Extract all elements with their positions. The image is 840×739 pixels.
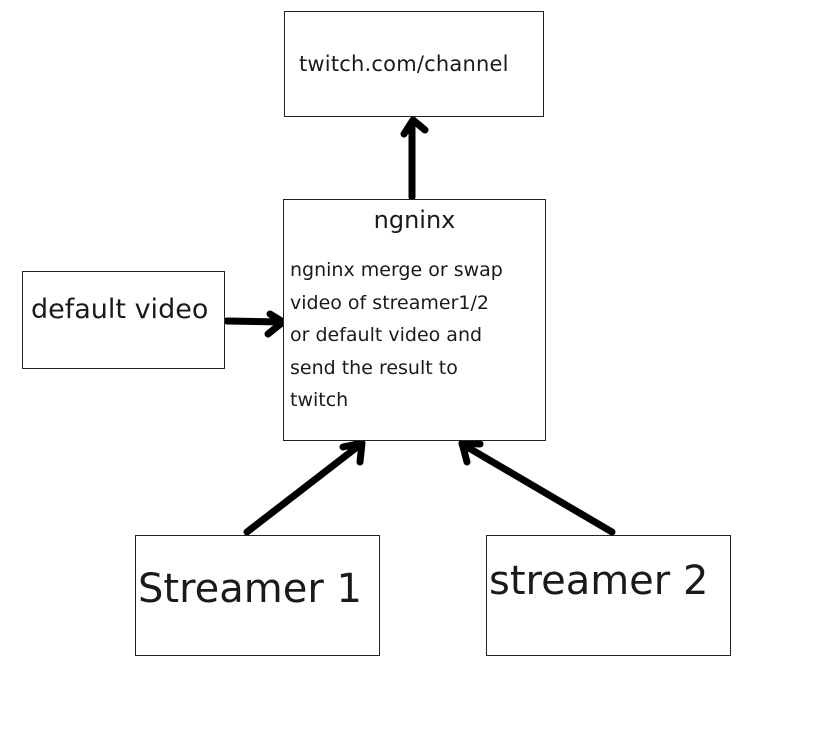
streamer2-node: streamer 2: [486, 535, 731, 656]
arrow-nginx-to-twitch: [400, 116, 429, 201]
arrow-default-video-to-nginx: [223, 310, 287, 338]
twitch-channel-node: twitch.com/channel: [284, 11, 544, 117]
nginx-description-line: twitch: [290, 389, 349, 411]
arrow-streamer1-to-nginx: [243, 439, 366, 536]
nginx-description: ngninx merge or swap video of streamer1/…: [290, 254, 540, 417]
default-video-label: default video: [31, 294, 209, 325]
nginx-node: ngninx ngninx merge or swap video of str…: [283, 199, 546, 441]
streamer2-label: streamer 2: [489, 558, 709, 604]
nginx-description-line: ngninx merge or swap: [290, 259, 503, 281]
default-video-node: default video: [22, 271, 225, 369]
nginx-title: ngninx: [373, 206, 456, 234]
nginx-description-line: send the result to: [290, 356, 458, 379]
nginx-description-line: or default video and: [290, 324, 483, 346]
twitch-channel-label: twitch.com/channel: [299, 52, 509, 76]
arrow-streamer2-to-nginx: [458, 439, 616, 536]
streamer1-node: Streamer 1: [135, 535, 380, 656]
nginx-description-line: video of streamer1/2: [290, 291, 489, 314]
streamer1-label: Streamer 1: [138, 566, 362, 612]
